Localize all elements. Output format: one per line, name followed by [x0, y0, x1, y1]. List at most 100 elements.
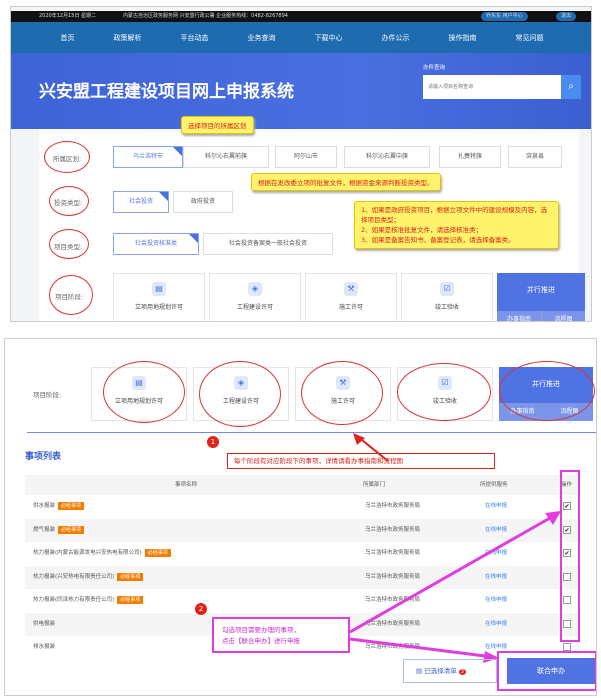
required-tag: 必经事项 [58, 502, 85, 510]
online-apply-link[interactable]: 在线申报 [485, 644, 508, 650]
logout-button[interactable]: 退出 [556, 12, 577, 21]
nav-policy[interactable]: 政策解析 [113, 33, 142, 42]
banner: 兴安盟工程建设项目网上申报系统 办件查询 ⌕ [11, 53, 591, 129]
tip-stage: 每个阶段有对应阶段下的事项，详情请看办事指南和流程图 [227, 453, 495, 469]
stage-label: 项目阶段: [55, 293, 84, 301]
screenshot-panel-top: 2020年12月15日 星期二 内蒙古自治区政务服务网 兴安盟行政公署 企业服务… [10, 6, 592, 322]
region-option[interactable]: 科尔沁右翼前旗 [183, 146, 269, 168]
document-icon: ▤ [152, 282, 166, 296]
item-dept: 乌兰浩特市政务服务局 [365, 526, 421, 533]
region-label: 所属区划: [53, 155, 82, 163]
stage-card[interactable]: ☑竣工验收 [401, 273, 493, 321]
nav-news[interactable]: 平台动态 [180, 33, 209, 42]
step-badge: 1 [207, 436, 219, 448]
top-bar: 2020年12月15日 星期二 内蒙古自治区政务服务网 兴安盟行政公署 企业服务… [11, 11, 591, 22]
region-option[interactable]: 突泉县 [508, 146, 562, 168]
top-links[interactable]: 内蒙古自治区政务服务网 兴安盟行政公署 企业服务热线：0482-8267894 [123, 13, 288, 19]
filter-card: 所属区划: 乌兰浩特市 科尔沁右翼前旗 阿尔山市 科尔沁右翼中旗 扎赉特旗 突泉… [39, 116, 585, 321]
required-tag: 必经事项 [58, 525, 85, 534]
list-icon: ▤ [416, 667, 425, 675]
required-tag: 必经事项 [117, 596, 144, 604]
table-header: 事项名称 所属部门 所提供服务 操作 [25, 475, 580, 495]
item-name: 排水报装 [33, 644, 56, 650]
flowchart-button[interactable]: 流程图 [541, 311, 585, 321]
arrow-overlay [349, 433, 561, 663]
item-dept: 乌兰浩特市政务服务局 [365, 573, 421, 580]
item-name: 热力报装(内蒙古能源发电兴安热电有限公司)必经事项 [33, 542, 171, 565]
item-checkbox[interactable]: ✔ [563, 525, 571, 534]
tip-submit: 勾选项目需要办理的事项，点击【联合申办】进行申报 [212, 617, 350, 653]
online-apply-link[interactable]: 在线申报 [485, 620, 508, 627]
item-checkbox[interactable]: ✔ [563, 502, 571, 510]
stage-label: 项目阶段: [33, 391, 62, 399]
joint-apply-button[interactable]: 联合申办 [507, 658, 595, 684]
item-name: 供水报装必经事项 [33, 495, 85, 518]
invest-option[interactable]: 政府投资 [173, 191, 233, 213]
type-option[interactable]: 社会投资核准类 [113, 233, 199, 255]
region-option[interactable]: 科尔沁右翼中旗 [344, 146, 430, 168]
item-dept: 乌兰浩特市政务服务局 [365, 597, 421, 603]
nav-query[interactable]: 业务查询 [247, 33, 276, 42]
search-label: 办件查询 [423, 65, 446, 71]
guide-button[interactable]: 办事指南 [497, 311, 541, 321]
date: 2020年12月15日 星期二 [39, 13, 97, 19]
item-checkbox[interactable]: ✔ [563, 549, 571, 557]
nav-home[interactable]: 首页 [60, 33, 75, 42]
required-tag: 必经事项 [144, 549, 171, 557]
item-name: 供电报装 [33, 620, 56, 627]
item-checkbox[interactable] [563, 619, 571, 628]
type-label: 项目类型: [54, 243, 83, 251]
required-tag: 必经事项 [117, 572, 144, 581]
selected-list-button[interactable]: ▤ 已选择清单 3 [403, 659, 497, 683]
table-row: 热力报装(兴安热电有限责任公司)必经事项 乌兰浩特市政务服务局 在线申报 [25, 565, 580, 589]
screenshot-panel-bottom: 项目阶段: ▤立项用地规划许可 ◈工程建设许可 ⚒施工许可 ☑竣工验收 并行推进… [4, 338, 597, 696]
table-row: 供水报装必经事项 乌兰浩特市政务服务局 在线申报 ✔ [25, 495, 580, 518]
online-apply-link[interactable]: 在线申报 [485, 573, 508, 580]
nav-public[interactable]: 办件公示 [381, 33, 410, 42]
item-dept: 乌兰浩特市政务服务局 [365, 550, 421, 556]
type-option[interactable]: 社会投资备案类一般社会投资 [203, 233, 333, 255]
region-option[interactable]: 扎赉特旗 [439, 146, 501, 168]
stage-card[interactable]: ▤立项用地规划许可 [113, 273, 205, 321]
item-dept: 乌兰浩特市政务服务局 [365, 644, 421, 650]
tip-invest: 根据在发改委立项的批复文件，根据资金来源判断投资类型。 [251, 173, 441, 191]
item-dept: 乌兰浩特市政务服务局 [365, 620, 421, 627]
nav-guide[interactable]: 操作指南 [448, 33, 477, 42]
list-title: 事项列表 [25, 452, 62, 462]
layers-icon: ◈ [248, 282, 262, 296]
online-apply-link[interactable]: 在线申报 [485, 503, 508, 509]
table-row: 热力报装(同泽热力有限责任公司)必经事项 乌兰浩特市政务服务局 在线申报 [25, 589, 580, 612]
site-title: 兴安盟工程建设项目网上申报系统 [39, 82, 294, 102]
tip-type: 1、如果是政府投资项目，根据立项文件中的建设规模及内容，选择项目类型；2、如果是… [354, 201, 559, 249]
online-apply-link[interactable]: 在线申报 [485, 550, 508, 556]
invest-option[interactable]: 社会投资 [113, 191, 169, 213]
main-nav: 首页 政策解析 平台动态 业务查询 下载中心 办件公示 操作指南 常见问题 [11, 22, 591, 53]
nav-download[interactable]: 下载中心 [314, 33, 343, 42]
nav-faq[interactable]: 常见问题 [515, 33, 544, 42]
table-row: 燃气报装必经事项 乌兰浩特市政务服务局 在线申报 ✔ [25, 518, 580, 542]
construction-icon: ⚒ [344, 282, 358, 296]
item-name: 热力报装(同泽热力有限责任公司)必经事项 [33, 589, 144, 612]
item-name: 燃气报装必经事项 [33, 519, 85, 542]
item-checkbox[interactable] [563, 596, 571, 604]
region-option[interactable]: 乌兰浩特市 [113, 146, 183, 168]
stage-card[interactable]: ◈工程建设许可 [209, 273, 301, 321]
search-icon[interactable]: ⌕ [561, 75, 581, 99]
search-input[interactable] [423, 75, 561, 99]
item-checkbox[interactable] [563, 643, 571, 651]
selected-count-badge: 3 [458, 669, 466, 675]
checklist-icon: ☑ [440, 282, 454, 296]
stage-card[interactable]: ⚒施工许可 [305, 273, 397, 321]
item-checkbox[interactable] [563, 572, 571, 581]
step-badge: 2 [195, 603, 207, 615]
tip-region: 选择项目的所属区划 [181, 116, 254, 134]
region-option[interactable]: 阿尔山市 [275, 146, 337, 168]
user-center-button[interactable]: 乔东东 用户中心 [481, 12, 528, 21]
table-row: 热力报装(内蒙古能源发电兴安热电有限公司)必经事项 乌兰浩特市政务服务局 在线申… [25, 542, 580, 565]
item-name: 热力报装(兴安热电有限责任公司)必经事项 [33, 566, 144, 589]
online-apply-link[interactable]: 在线申报 [485, 526, 508, 533]
online-apply-link[interactable]: 在线申报 [485, 597, 508, 603]
item-dept: 乌兰浩特市政务服务局 [365, 503, 421, 509]
invest-label: 投资类型: [54, 199, 83, 207]
parallel-card[interactable]: 并行推进 办事指南 流程图 [497, 273, 585, 321]
